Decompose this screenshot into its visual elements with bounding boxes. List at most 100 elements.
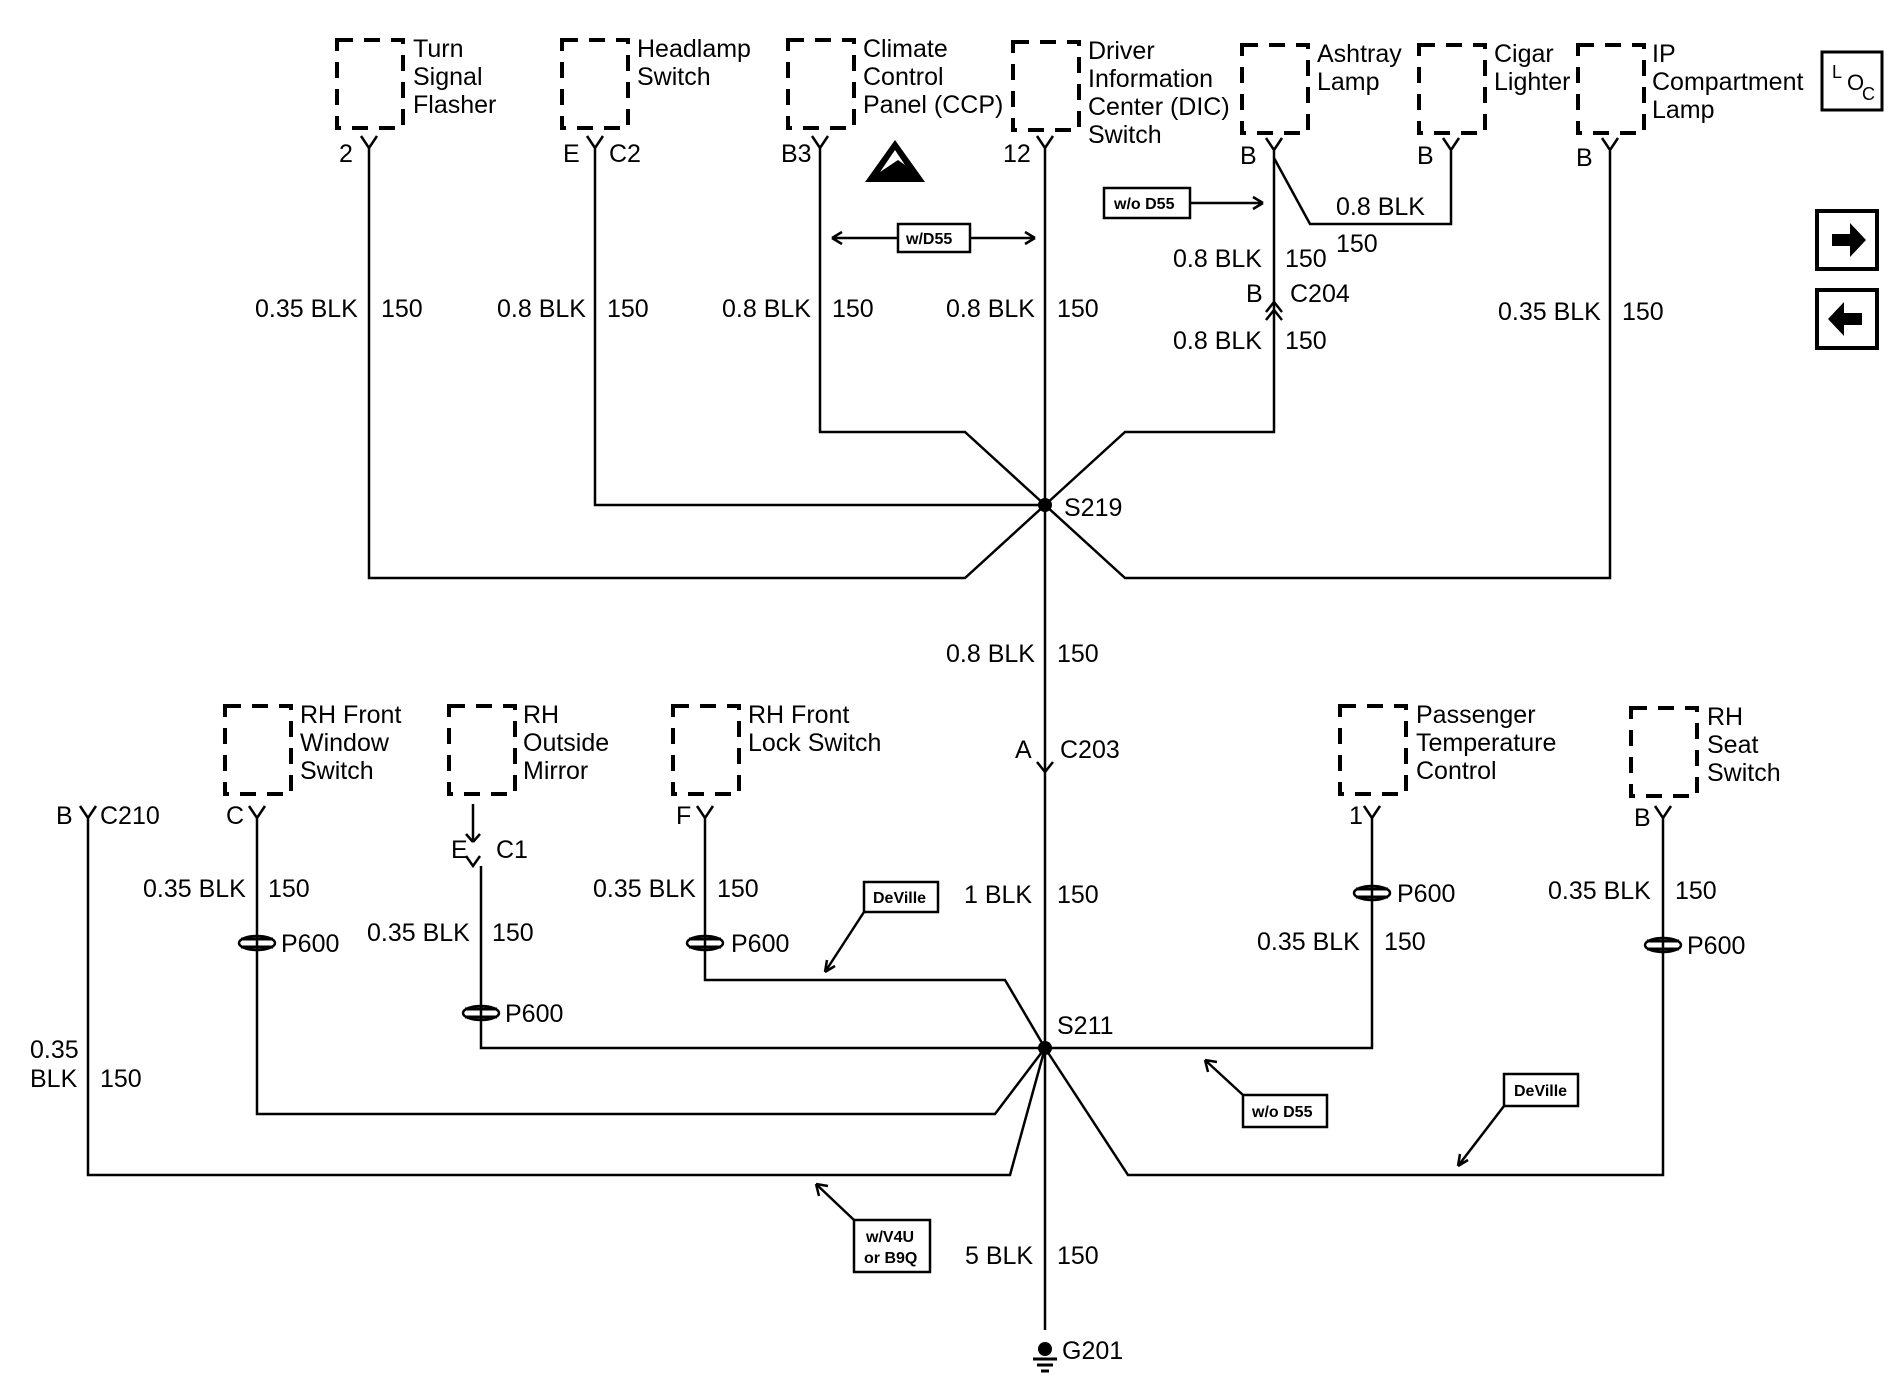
circuit-label: 150 (1057, 881, 1099, 909)
circuit-label: 150 (1285, 327, 1327, 355)
pin-label: B (1246, 280, 1263, 308)
wire-color-label: 0.8 BLK (1173, 327, 1262, 355)
option-wo-d55-bottom: w/o D55 (1203, 1058, 1329, 1129)
wire-color-label: 0.35 BLK (1498, 298, 1601, 326)
top-connector-pins (359, 135, 1620, 158)
splice-label: S219 (1064, 494, 1122, 522)
component-label: IP (1652, 40, 1676, 68)
lower-connector-pins (78, 761, 1673, 869)
connector-label: C1 (496, 836, 528, 864)
circuit-label: 150 (1057, 295, 1099, 323)
wire-color-label: BLK (30, 1065, 78, 1093)
circuit-label: 150 (268, 875, 310, 903)
option-w-d55: w/D55 (831, 222, 1036, 254)
circuit-label: 150 (381, 295, 423, 323)
component-label: Turn (413, 35, 463, 63)
lower-wires (86, 826, 1665, 1177)
component-passenger-temperature-control: Passenger Temperature Control (1338, 701, 1556, 796)
pin-label: B (1576, 144, 1593, 172)
component-label: Switch (1088, 121, 1162, 149)
circuit-label: 150 (100, 1065, 142, 1093)
component-label: Driver (1088, 37, 1155, 65)
component-label: Mirror (523, 757, 588, 785)
pin-label: C (226, 802, 244, 830)
option-label: w/V4U (865, 1229, 914, 1246)
option-w-v4u: w/V4U or B9Q (814, 1182, 932, 1274)
pin-label: B (1240, 142, 1257, 170)
connector-label: C204 (1290, 280, 1350, 308)
wire-color-label: 0.35 (30, 1036, 79, 1064)
splice-s219 (1038, 498, 1052, 512)
component-headlamp-switch: Headlamp Switch (560, 35, 751, 130)
circuit-label: 150 (1057, 1242, 1099, 1270)
option-label: w/o D55 (1251, 1104, 1313, 1121)
loc-label: C (1862, 84, 1875, 104)
component-label: Temperature (1416, 729, 1556, 757)
component-cigar-lighter: Cigar Lighter (1417, 40, 1570, 135)
component-label: Lamp (1317, 68, 1380, 96)
component-ashtray-lamp: Ashtray Lamp (1240, 40, 1402, 135)
pin-label: 1 (1349, 802, 1363, 830)
connector-label: C2 (609, 140, 641, 168)
arrow-left-icon[interactable] (1815, 288, 1879, 350)
p600-window (237, 934, 277, 952)
wire-color-label: 0.8 BLK (1336, 193, 1425, 221)
circuit-label: 150 (1622, 298, 1664, 326)
component-label: Information (1088, 65, 1213, 93)
component-label: RH (523, 701, 559, 729)
component-label: Passenger (1416, 701, 1536, 729)
component-rh-front-window-switch: RH Front Window Switch (223, 701, 401, 796)
wire-color-label: 1 BLK (964, 881, 1032, 909)
component-label: Switch (300, 757, 374, 785)
connector-label: P600 (1397, 880, 1455, 908)
wire-color-label: 0.35 BLK (143, 875, 246, 903)
p600-connectors (237, 884, 1683, 1022)
esd-warning-icon (865, 140, 925, 182)
component-rh-front-lock-switch: RH Front Lock Switch (671, 701, 881, 796)
component-label: Ashtray (1317, 40, 1402, 68)
ground-icon (1033, 1342, 1057, 1373)
circuit-label: 150 (832, 295, 874, 323)
loc-button[interactable]: L O C (1820, 50, 1884, 112)
component-label: Center (DIC) (1088, 93, 1230, 121)
component-label: Lighter (1494, 68, 1570, 96)
lower-wire-labels: 0.35 BLK 150 0.35 BLK 150 0.35 BLK 150 1… (30, 875, 1717, 1270)
pin-label: B (1634, 804, 1651, 832)
option-label: DeVille (1514, 1083, 1567, 1100)
pin-label: 12 (1003, 140, 1031, 168)
component-label: Switch (1707, 759, 1781, 787)
pin-label: A (1015, 736, 1032, 764)
connector-label: P600 (281, 930, 339, 958)
splice-s211 (1038, 1041, 1052, 1055)
connector-label: P600 (505, 1000, 563, 1028)
option-wo-d55-top: w/o D55 (1102, 186, 1264, 220)
top-wire-labels: 0.35 BLK 150 0.8 BLK 150 0.8 BLK 150 0.8… (255, 193, 1664, 668)
component-rh-outside-mirror: RH Outside Mirror (447, 701, 609, 796)
top-wires (367, 156, 1612, 1330)
component-label: Signal (413, 63, 483, 91)
pin-label: E (563, 140, 580, 168)
option-label: DeVille (873, 890, 926, 907)
p600-lock (685, 934, 725, 952)
component-label: Switch (637, 63, 711, 91)
component-label: Control (1416, 757, 1497, 785)
component-label: RH Front (300, 701, 401, 729)
component-label: RH (1707, 703, 1743, 731)
component-label: Lock Switch (748, 729, 881, 757)
component-label: Flasher (413, 91, 496, 119)
pin-label: F (676, 802, 691, 830)
circuit-label: 150 (492, 919, 534, 947)
splice-label: S211 (1057, 1012, 1114, 1040)
component-label: Window (300, 729, 390, 757)
component-label: Panel (CCP) (863, 91, 1003, 119)
arrow-right-icon[interactable] (1815, 209, 1879, 271)
connector-label: P600 (1687, 932, 1745, 960)
wire-color-label: 0.35 BLK (255, 295, 358, 323)
wire-color-label: 0.35 BLK (1548, 877, 1651, 905)
wire-color-label: 0.8 BLK (722, 295, 811, 323)
option-deville-left: DeVille (823, 880, 940, 974)
pin-label: B (56, 802, 73, 830)
circuit-label: 150 (607, 295, 649, 323)
ground-label: G201 (1062, 1337, 1123, 1365)
